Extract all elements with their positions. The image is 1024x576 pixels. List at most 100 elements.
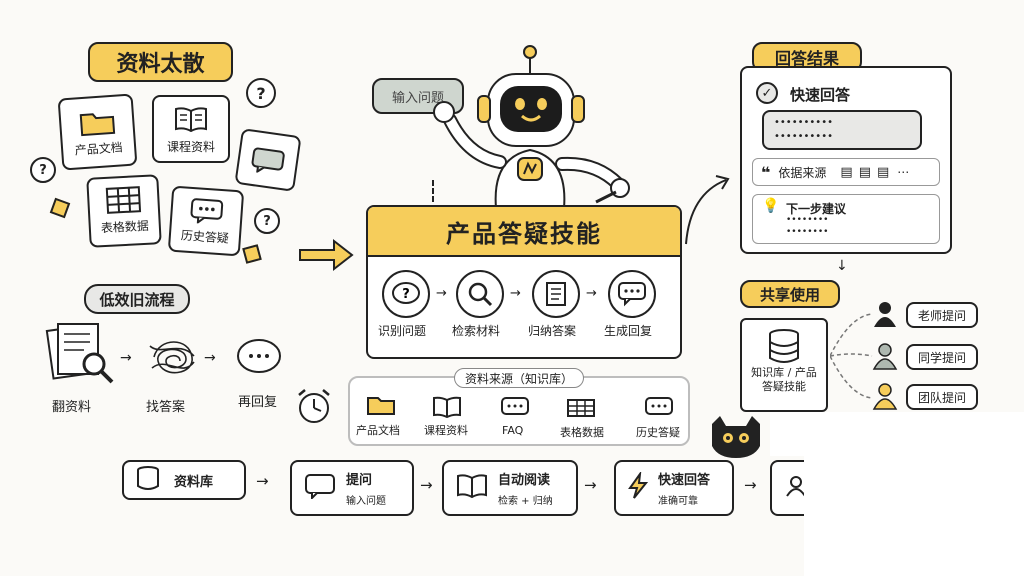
step-arrow-icon: → [436, 286, 447, 301]
history-chat-icon [644, 396, 674, 418]
search-icon [456, 270, 504, 318]
old-process-title: 低效旧流程 [84, 284, 190, 314]
paper-scrap-decoration-2 [242, 244, 262, 264]
next-dots-line-2: •••••••• [786, 227, 829, 237]
teacher-avatar-icon [872, 300, 898, 332]
question-mark-icon-2: ? [30, 157, 56, 183]
paper-scrap-decoration [49, 197, 71, 219]
bottom-arrow-icon-3: → [584, 476, 597, 494]
qa-skill-title: 产品答疑技能 [368, 207, 680, 257]
curved-arrow-icon [682, 168, 732, 248]
source-faq: FAQ [502, 424, 524, 437]
source-product-docs: 产品文档 [356, 424, 400, 437]
bottom-read-box: 自动阅读检索 + 归纳 [442, 460, 578, 516]
bottom-step-ask-title: 提问 [346, 473, 373, 488]
kb-skill-card: 知识库 / 产品答疑技能 [740, 318, 828, 412]
folder-icon-2 [366, 394, 396, 416]
book-icon [174, 106, 208, 132]
shared-use-title: 共享使用 [740, 280, 840, 308]
table-data-card: 表格数据 [86, 174, 162, 248]
source-history-qa: 历史答疑 [636, 426, 680, 439]
identify-question-icon: ? [382, 270, 430, 318]
bottom-step-read-title: 自动阅读 [498, 473, 551, 488]
next-step-dots: •••••••• •••••••• [786, 214, 828, 238]
documents-magnifier-icon [44, 318, 120, 388]
chat-dots-icon [189, 197, 225, 225]
scattered-materials-title: 资料太散 [88, 42, 233, 82]
user-icon-bottom [784, 475, 806, 501]
bottom-user-box [770, 460, 806, 516]
student-question-label: 同学提问 [906, 344, 978, 370]
arrow-icon: → [120, 350, 132, 366]
watermark-overlay [770, 412, 1024, 456]
faq-chat-icon [500, 396, 530, 418]
reply-icon [608, 270, 656, 318]
database-icon [767, 328, 801, 364]
bottom-step-ask-sub: 输入问题 [346, 496, 386, 507]
answer-dots-line-1: •••••••••• [774, 117, 833, 128]
old-step-reply-label: 再回复 [238, 395, 278, 410]
chat-bubble-icon [249, 146, 286, 176]
chat-icon-bottom [304, 473, 336, 503]
next-step-box [752, 194, 940, 244]
fast-answer-label: 快速回答 [790, 86, 851, 104]
basis-row: ❝ 依据来源 ▤▤▤ ⋯ [752, 158, 940, 186]
knowledge-source-title: 资料来源（知识库） [454, 368, 584, 388]
question-mark-icon: ? [246, 78, 276, 108]
robot-icon [412, 40, 642, 210]
reply-bubble-icon [236, 338, 282, 378]
book-icon-2 [432, 396, 462, 418]
step-identify-label: 识别问题 [378, 324, 427, 338]
step-retrieve-label: 检索材料 [452, 324, 501, 338]
teacher-question-label: 老师提问 [906, 302, 978, 328]
spreadsheet-icon-2 [566, 398, 596, 418]
bottom-arrow-icon-4: → [744, 476, 757, 494]
source-course-materials: 课程资料 [424, 424, 468, 437]
blank-overlay-region [804, 456, 1024, 576]
main-arrow-icon [298, 238, 354, 276]
table-data-label: 表格数据 [100, 218, 150, 236]
bottom-arrow-icon-2: → [420, 476, 433, 494]
document-icon [532, 270, 580, 318]
basis-label: 依据来源 [778, 165, 827, 180]
step-generate-label: 生成回复 [604, 324, 653, 338]
student-avatar-icon [872, 342, 898, 374]
bottom-step-read-sub: 检索 + 归纳 [498, 496, 553, 507]
more-dots-icon: ⋯ [897, 165, 910, 179]
arrow-icon-2: → [204, 350, 216, 366]
alarm-clock-icon [294, 386, 334, 426]
next-dots-line-1: •••••••• [786, 215, 829, 225]
bottom-database-box: 资料库 [122, 460, 246, 500]
down-arrow-icon: ↓ [836, 258, 848, 274]
product-docs-card: 产品文档 [57, 93, 138, 171]
lightbulb-icon: 💡 [762, 198, 780, 214]
step-arrow-icon-2: → [510, 286, 521, 301]
bottom-ask-box: 提问输入问题 [290, 460, 414, 516]
bottom-answer-box: 快速回答准确可靠 [614, 460, 734, 516]
check-icon: ✓ [756, 82, 778, 104]
old-step-find-label: 找答案 [146, 400, 186, 415]
chat-card [234, 128, 302, 192]
product-docs-label: 产品文档 [74, 140, 124, 158]
database-icon-2 [136, 465, 160, 495]
bottom-step-answer-title: 快速回答 [658, 473, 711, 488]
course-materials-label: 课程资料 [166, 140, 215, 154]
bottom-arrow-icon: → [256, 472, 269, 490]
svg-text:?: ? [402, 287, 410, 302]
quote-icon: ❝ [761, 162, 771, 182]
course-materials-card: 课程资料 [152, 95, 230, 163]
history-qa-label: 历史答疑 [180, 228, 230, 246]
answer-bubble: •••••••••• •••••••••• [762, 110, 922, 150]
question-mark-icon-3: ? [254, 208, 280, 234]
answer-dots-line-2: •••••••••• [774, 131, 833, 142]
old-step-flip-label: 翻资料 [52, 400, 92, 415]
dashed-connector [432, 180, 436, 202]
source-docs-icon: ▤▤▤ [840, 164, 896, 180]
step-arrow-icon-3: → [586, 286, 597, 301]
source-table-data: 表格数据 [560, 426, 604, 439]
kb-skill-label: 知识库 / 产品答疑技能 [751, 366, 817, 393]
team-avatar-icon [872, 382, 898, 414]
tangled-scribble-icon [144, 332, 200, 382]
team-question-label: 团队提问 [906, 384, 978, 410]
